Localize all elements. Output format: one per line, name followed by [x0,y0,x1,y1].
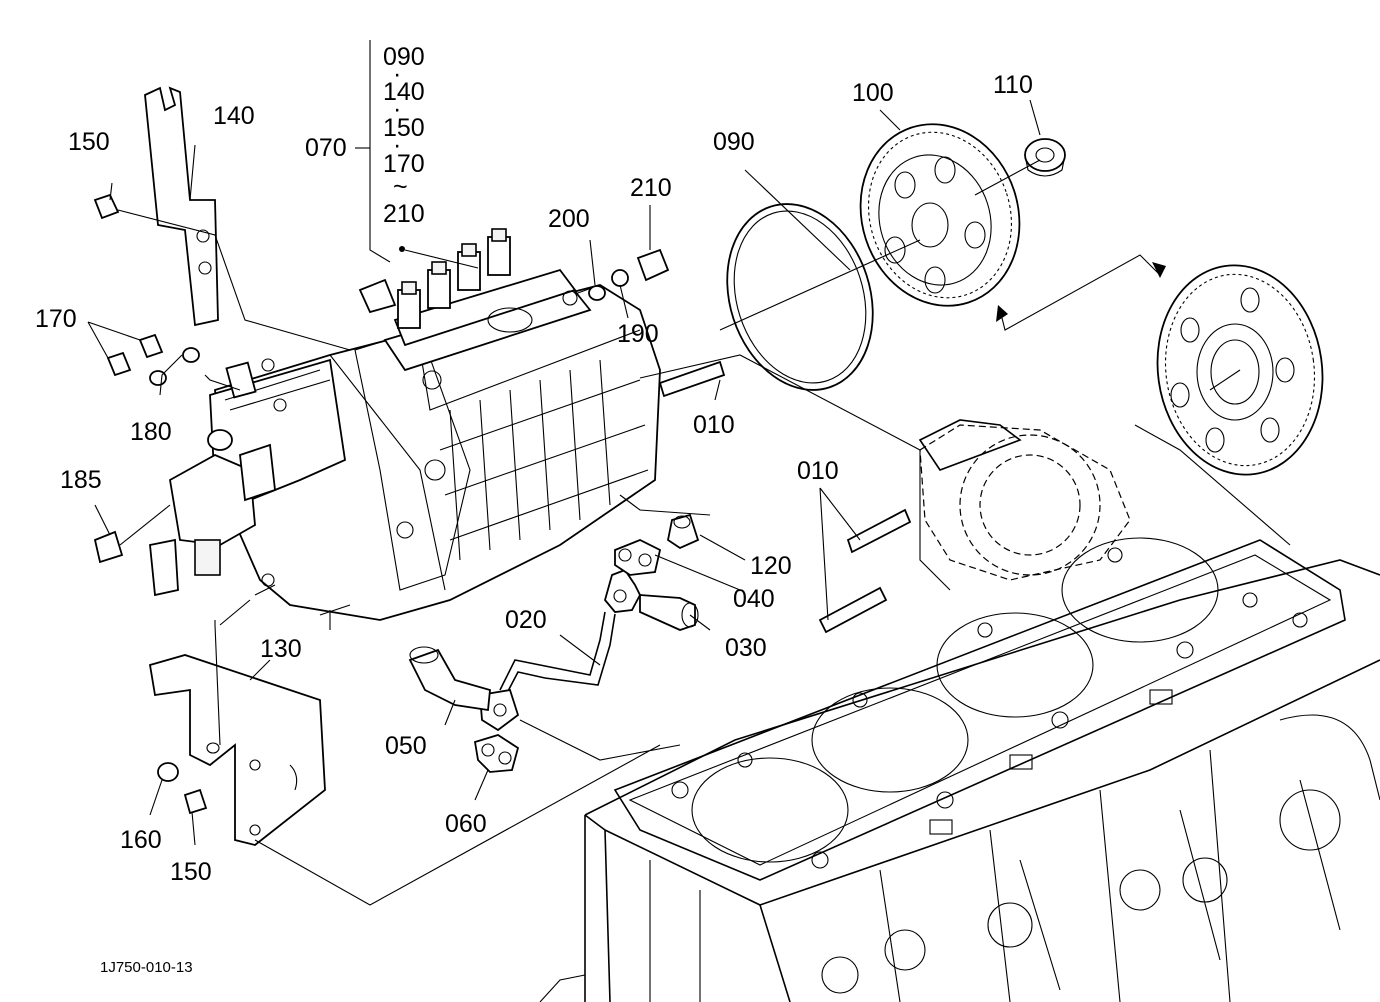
drawing-code: 1J750-010-13 [100,959,193,976]
callout-130: 130 [260,635,302,663]
gear-mesh-arrow [996,254,1166,331]
callout-110: 110 [993,71,1033,99]
callout-dot: · [393,60,401,88]
banjo-bolt-inlet [408,646,491,712]
callout-150-list: 150 [383,114,425,142]
gear-nut [1024,138,1066,177]
callout-180: 180 [130,418,172,446]
callout-010-b: 010 [797,457,839,485]
fuel-pipe [479,568,642,732]
callout-020: 020 [505,606,547,634]
callout-050: 050 [385,732,427,760]
injection-pump [149,228,661,630]
idle-gear [859,123,1021,307]
o-ring [726,203,874,391]
callout-040: 040 [733,585,775,613]
cap-nut [666,513,700,550]
engine-block [539,559,1380,1002]
callout-170: 170 [35,305,77,333]
callout-dot: · [393,131,401,159]
mounting-bracket [148,654,326,846]
cylinder-head-gasket [613,537,1346,881]
callout-140: 140 [213,102,255,130]
callout-210: 210 [630,174,672,202]
callout-070: 070 [305,134,347,162]
small-fittings [588,248,670,301]
callout-150-bottom: 150 [170,858,212,886]
callout-170-list: 170 [383,150,425,178]
callout-120: 120 [750,552,792,580]
leader-lines [87,40,1291,906]
gear-case [918,419,1131,591]
throttle-bracket [144,86,219,327]
callout-160: 160 [120,826,162,854]
callout-dot: · [393,95,401,123]
callout-210-list: 210 [383,200,425,228]
callout-labels: 090 · 140 · 150 · 170 ~ 210 070 140 150 … [35,43,1033,976]
callout-185: 185 [60,466,102,494]
callout-100: 100 [852,79,894,107]
callout-060: 060 [445,810,487,838]
banjo-bolt-outlet [639,594,699,631]
callout-140-list: 140 [383,78,425,106]
callout-090: 090 [713,128,755,156]
callout-030: 030 [725,634,767,662]
gaskets [473,539,662,773]
bolts-and-washers [93,193,208,815]
callout-200: 200 [548,205,590,233]
callout-150-top: 150 [68,128,110,156]
callout-010-a: 010 [693,411,735,439]
callout-tilde: ~ [393,173,408,201]
callout-090-list: 090 [383,43,425,71]
studs [658,360,912,634]
callout-190: 190 [617,320,659,348]
